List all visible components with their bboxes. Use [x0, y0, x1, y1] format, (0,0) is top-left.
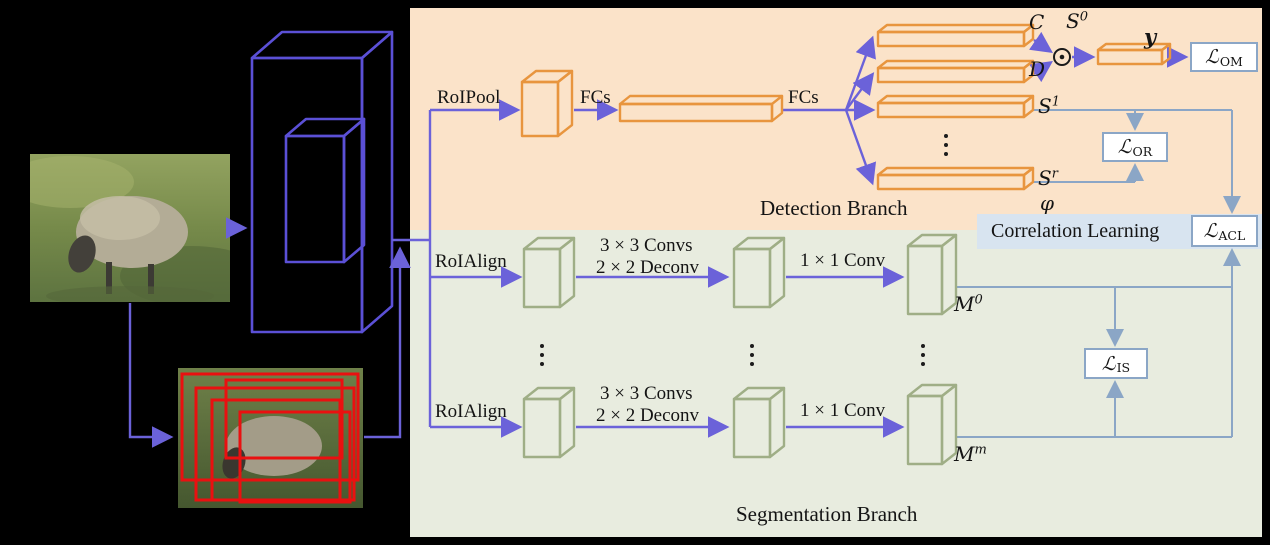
- s1-output-label: S1: [1038, 94, 1060, 118]
- c-output-label: C: [1029, 10, 1045, 34]
- proposal-image-with-boxes: [178, 368, 363, 508]
- sheep-leg: [148, 264, 154, 294]
- input-image-sheep: [30, 154, 230, 302]
- mask-output-cuboid-mm: [906, 383, 958, 466]
- score-bar-c: [876, 23, 1035, 48]
- correlation-learning-title: Correlation Learning: [991, 220, 1160, 242]
- score-bar-sr: [876, 166, 1035, 191]
- vertical-ellipsis-icon: [750, 344, 754, 366]
- segmentation-branch-title: Segmentation Branch: [736, 502, 918, 526]
- region-proposal-box: [224, 378, 344, 460]
- vertical-ellipsis-icon: [921, 344, 925, 366]
- conv1x1-label-row1: 1 × 1 Conv: [800, 250, 886, 271]
- mask-feature-cuboid-1b: [732, 236, 786, 309]
- backbone-feature-map-inner: [284, 117, 366, 264]
- flow-arrows: [128, 31, 1189, 448]
- sr-output-label: Sr: [1038, 166, 1058, 190]
- m0-output-label: M0: [954, 292, 983, 316]
- roialign-label-top: RoIAlign: [435, 251, 507, 272]
- convs-label-row2-line2: 2 × 2 Deconv: [596, 405, 700, 426]
- conv1x1-label-row2: 1 × 1 Conv: [800, 400, 886, 421]
- vertical-ellipsis-icon: [540, 344, 544, 366]
- phi-output-label: φ: [1040, 191, 1055, 215]
- roialign-label-bottom: RoIAlign: [435, 401, 507, 422]
- convs-label-row1-line2: 2 × 2 Deconv: [596, 257, 700, 278]
- convs-label-row1-line1: 3 × 3 Convs: [600, 235, 693, 256]
- region-proposal-box: [238, 410, 352, 504]
- d-output-label: D: [1029, 57, 1046, 81]
- mask-output-cuboid-m0: [906, 233, 958, 316]
- sheep-leg: [106, 262, 112, 294]
- backbone-feature-map: [250, 30, 394, 334]
- mask-feature-cuboid-2a: [522, 386, 576, 459]
- sheep-fleece: [80, 196, 160, 240]
- score-bar-s1: [876, 94, 1035, 119]
- mask-feature-cuboid-2b: [732, 386, 786, 459]
- foreground-grass: [46, 286, 214, 302]
- score-bar-d: [876, 59, 1035, 84]
- mm-output-label: Mm: [954, 442, 987, 466]
- region-proposal-box: [210, 398, 342, 502]
- fcs-label-2: FCs: [788, 87, 819, 108]
- s0-output-label: S0: [1066, 9, 1088, 33]
- detection-branch-title: Detection Branch: [760, 196, 908, 220]
- region-proposal-box: [180, 372, 360, 482]
- fcs-label-1: FCs: [580, 87, 611, 108]
- roipool-label: RoIPool: [437, 87, 501, 108]
- vertical-ellipsis-icon: [944, 134, 948, 156]
- elementwise-product-icon: [1053, 48, 1071, 66]
- convs-label-row2-line1: 3 × 3 Convs: [600, 383, 693, 404]
- sheep-body: [226, 416, 322, 476]
- grass-highlight: [30, 156, 134, 208]
- loss-connection-lines: [957, 109, 1241, 438]
- fc-vector-bar: [618, 94, 784, 123]
- y-output-label: y: [1144, 24, 1157, 49]
- sheep-head: [68, 235, 96, 273]
- roipool-feature-cuboid: [520, 69, 574, 138]
- mask-feature-cuboid-1a: [522, 236, 576, 309]
- output-vector-y-bar: [1096, 42, 1172, 66]
